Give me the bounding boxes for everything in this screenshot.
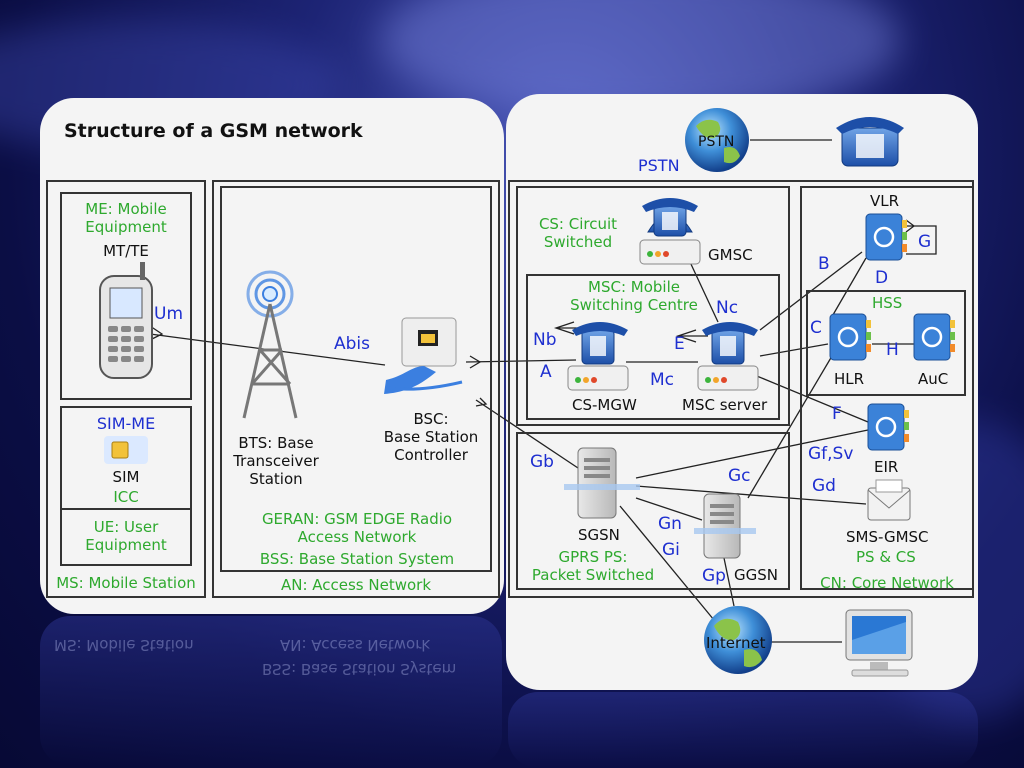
auc-label: AuC (918, 370, 949, 388)
ms-box (46, 180, 206, 598)
sms-gmsc-label: SMS-GMSC (846, 528, 929, 546)
sgsn-ggsn-link (635, 497, 703, 521)
me-label: ME: Mobile Equipment (85, 200, 167, 236)
auc-database-icon (913, 313, 955, 361)
gb-interface-label: Gb (530, 452, 554, 472)
gmsc-switch-icon (639, 198, 701, 265)
sim-card-icon (104, 436, 148, 464)
an-label: AN: Access Network (280, 576, 432, 594)
h-interface-label: H (886, 340, 899, 360)
telephone-icon (836, 117, 904, 167)
vlr-database-icon (865, 213, 907, 261)
msc-box (526, 274, 780, 420)
nc-interface-label: Nc (716, 298, 739, 318)
pstn-interface-label: PSTN (638, 156, 680, 175)
sim-label: SIM (112, 468, 140, 486)
icc-label: ICC (113, 488, 139, 506)
bts-label: BTS: Base Transceiver Station (233, 434, 319, 488)
me-box (60, 192, 192, 400)
hss-label: HSS (872, 294, 903, 312)
hlr-label: HLR (834, 370, 865, 388)
nb-interface-label: Nb (533, 330, 557, 350)
gprs-label: GPRS PS: Packet Switched (531, 548, 655, 584)
a-interface-label: A (540, 362, 552, 382)
gp-interface-label: Gp (702, 566, 726, 586)
nc-link (689, 261, 719, 323)
internet-label: Internet (706, 634, 766, 652)
ps-box (516, 432, 790, 590)
sgsn-internet-link (619, 505, 715, 621)
left-panel-reflection (40, 616, 502, 766)
c-interface-label: C (810, 318, 822, 338)
cs-label: CS: Circuit Switched (538, 215, 618, 251)
gmsc-label: GMSC (708, 246, 753, 264)
bsc-controller-icon (384, 317, 463, 394)
ps-cs-label: PS & CS (856, 548, 916, 566)
sim-me-label: SIM-ME (96, 414, 156, 433)
d-interface-label: D (875, 268, 889, 288)
mc-interface-label: Mc (650, 370, 675, 390)
msc-server-label: MSC server (682, 396, 768, 414)
msc-label: MSC: Mobile Switching Centre (570, 278, 698, 314)
right-panel-reflection (508, 692, 978, 768)
pstn-globe-label: PSTN (698, 134, 735, 150)
ue-label: UE: User Equipment (85, 518, 167, 554)
bsc-gb-link (475, 399, 579, 469)
bsc-label: BSC: Base Station Controller (383, 410, 479, 464)
msc-eir-link (751, 373, 869, 423)
mobile-phone-icon (99, 262, 153, 379)
sgsn-smsgmsc-link (635, 485, 867, 505)
computer-monitor-icon (845, 609, 913, 677)
msc-server-switch-icon (697, 322, 759, 391)
internet-globe-icon (704, 606, 772, 674)
sgsn-label: SGSN (578, 526, 620, 544)
geran-box (220, 186, 492, 572)
um-interface-label: Um (154, 304, 184, 324)
mt-te-label: MT/TE (103, 242, 149, 260)
eir-label: EIR (874, 458, 899, 476)
cs-mgw-label: CS-MGW (572, 396, 637, 414)
sim-box (60, 406, 192, 510)
e-interface-label: E (674, 334, 685, 354)
an-box (212, 180, 500, 598)
geran-label: GERAN: GSM EDGE Radio Access Network (261, 510, 453, 546)
ggsn-internet-link (723, 557, 735, 607)
ggsn-label: GGSN (734, 566, 778, 584)
cs-mgw-switch-icon (567, 322, 629, 391)
vlr-label: VLR (870, 192, 900, 210)
cn-box (800, 186, 974, 590)
gd-interface-label: Gd (812, 476, 836, 496)
bsc-a-link (465, 359, 577, 363)
pstn-globe-icon (685, 108, 749, 172)
msc-hlr-link (759, 343, 829, 357)
bts-tower-icon (242, 270, 298, 419)
abis-interface-label: Abis (334, 334, 371, 354)
ggsn-hlr-link (747, 355, 833, 499)
f-interface-label: F (832, 404, 842, 424)
ggsn-server-icon (694, 493, 756, 559)
b-interface-label: B (818, 254, 830, 274)
cn-label: CN: Core Network (820, 574, 954, 592)
gi-interface-label: Gi (662, 540, 680, 560)
hss-box (806, 290, 966, 396)
g-interface-label: G (918, 232, 932, 252)
gn-interface-label: Gn (658, 514, 682, 534)
gc-interface-label: Gc (728, 466, 751, 486)
hlr-database-icon (829, 313, 871, 361)
ms-label: MS: Mobile Station (56, 574, 196, 592)
hlr-vlr-link (829, 257, 867, 321)
sgsn-eir-link (635, 429, 869, 479)
gf-sv-interface-label: Gf,Sv (808, 444, 854, 464)
sgsn-server-icon (564, 447, 640, 519)
sms-envelope-icon (867, 479, 911, 521)
right-panel (506, 94, 978, 690)
eir-database-icon (867, 403, 909, 451)
bss-label: BSS: Base Station System (259, 550, 455, 568)
page-title: Structure of a GSM network (64, 120, 363, 142)
cs-box (516, 186, 790, 426)
